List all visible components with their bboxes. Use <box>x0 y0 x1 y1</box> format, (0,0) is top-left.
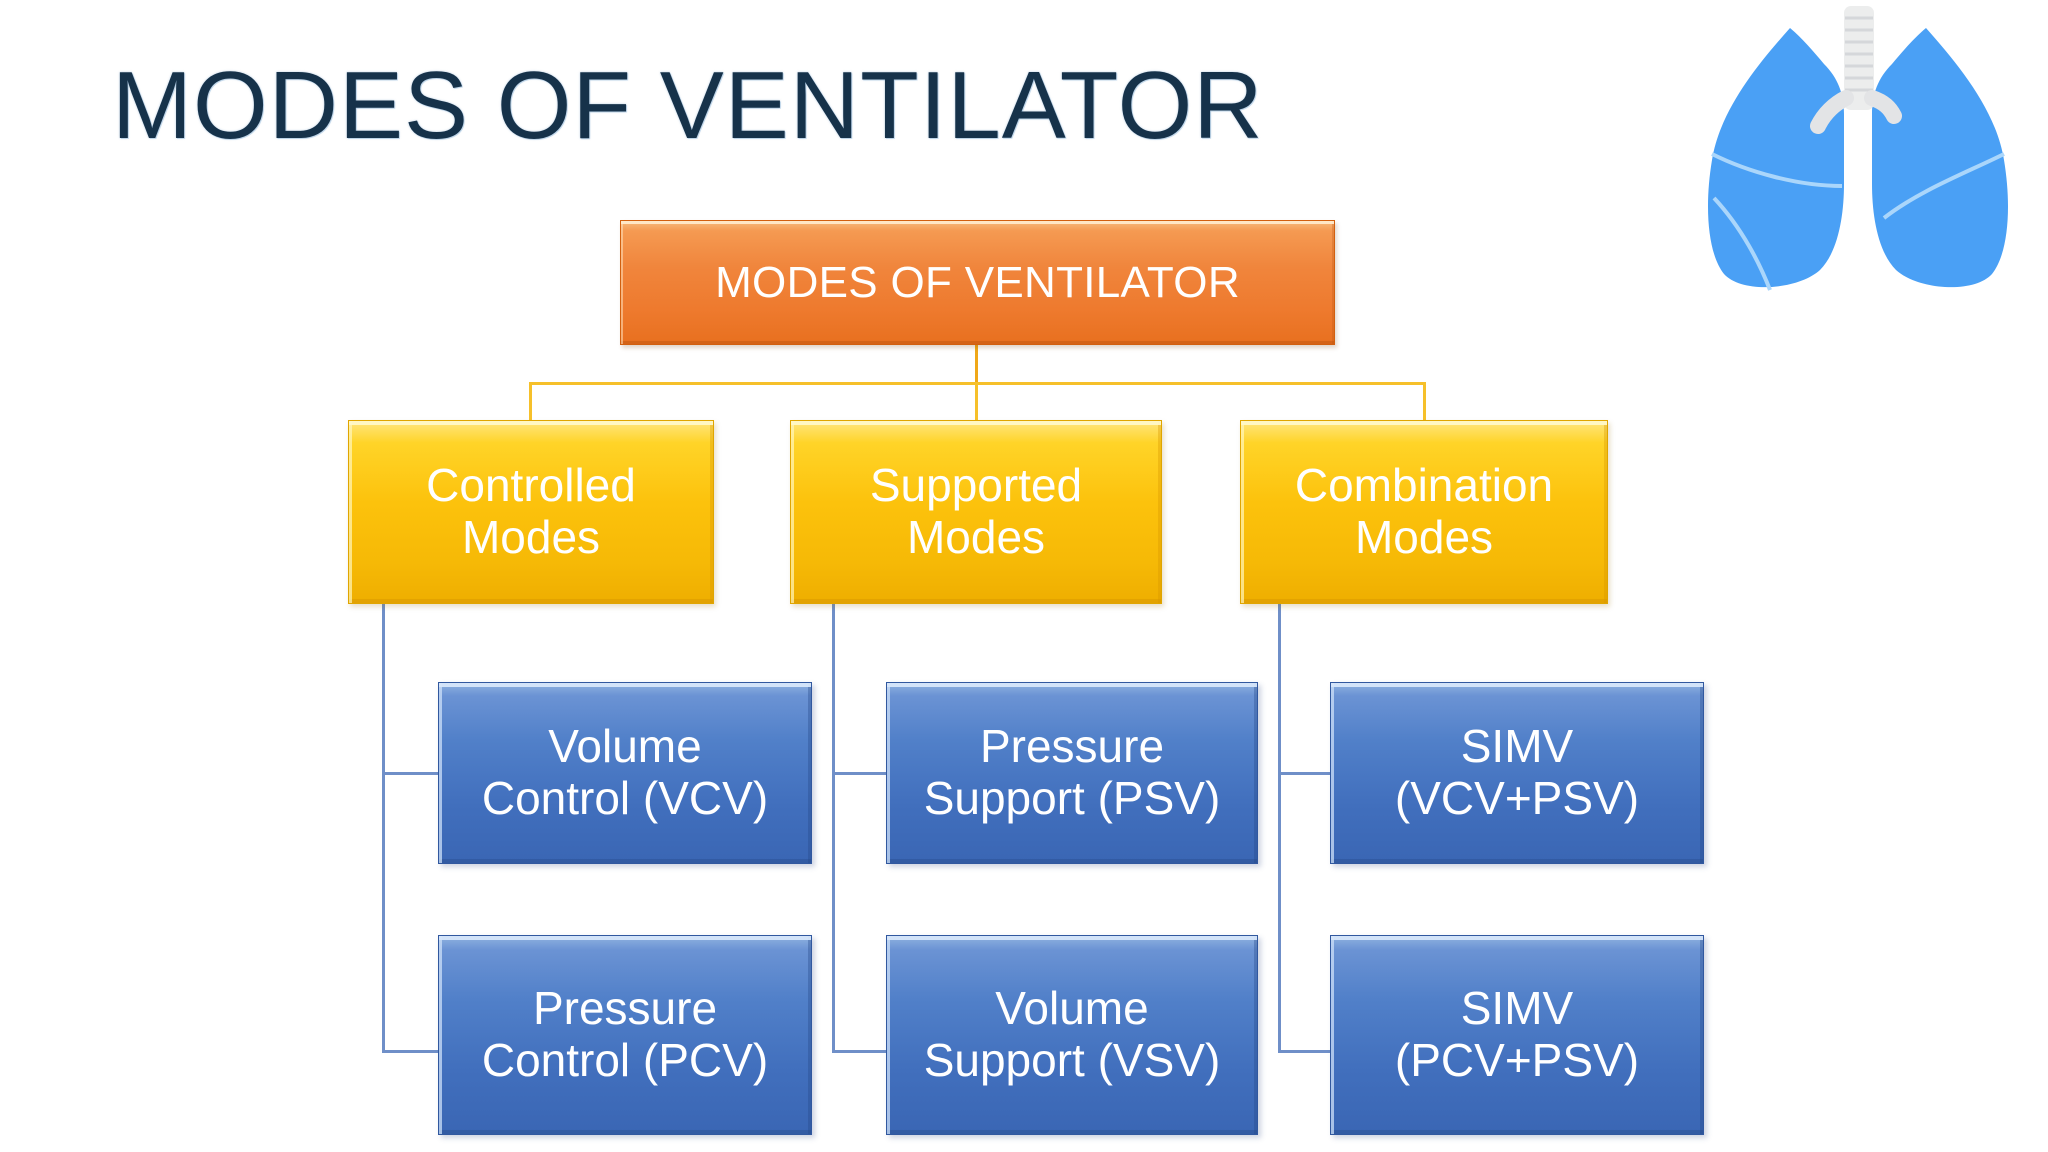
connector-drop-controlled <box>529 382 532 422</box>
connector-stub-vcv <box>382 772 440 775</box>
connector-stub-psv <box>832 772 888 775</box>
node-simv-vcv-psv[interactable]: SIMV (VCV+PSV) <box>1330 682 1704 864</box>
connector-drop-supported <box>975 382 978 422</box>
connector-root-stem <box>975 344 978 384</box>
connector-spine-supported <box>832 604 835 1052</box>
node-pressure-support-psv[interactable]: Pressure Support (PSV) <box>886 682 1258 864</box>
connector-spine-combination <box>1278 604 1281 1052</box>
node-pressure-control-pcv[interactable]: Pressure Control (PCV) <box>438 935 812 1135</box>
connector-stub-vsv <box>832 1050 888 1053</box>
node-simv-pcv-psv[interactable]: SIMV (PCV+PSV) <box>1330 935 1704 1135</box>
connector-drop-combination <box>1423 382 1426 422</box>
node-supported-modes[interactable]: Supported Modes <box>790 420 1162 604</box>
lungs-icon <box>1698 2 2018 297</box>
node-volume-control-vcv[interactable]: Volume Control (VCV) <box>438 682 812 864</box>
connector-stub-pcv <box>382 1050 440 1053</box>
node-volume-support-vsv[interactable]: Volume Support (VSV) <box>886 935 1258 1135</box>
connector-spine-controlled <box>382 604 385 1052</box>
node-root-modes-of-ventilator[interactable]: MODES OF VENTILATOR <box>620 220 1335 345</box>
connector-stub-simv-pcv <box>1278 1050 1332 1053</box>
node-controlled-modes[interactable]: Controlled Modes <box>348 420 714 604</box>
node-combination-modes[interactable]: Combination Modes <box>1240 420 1608 604</box>
connector-stub-simv-vcv <box>1278 772 1332 775</box>
page-title: MODES OF VENTILATOR <box>112 52 1264 159</box>
